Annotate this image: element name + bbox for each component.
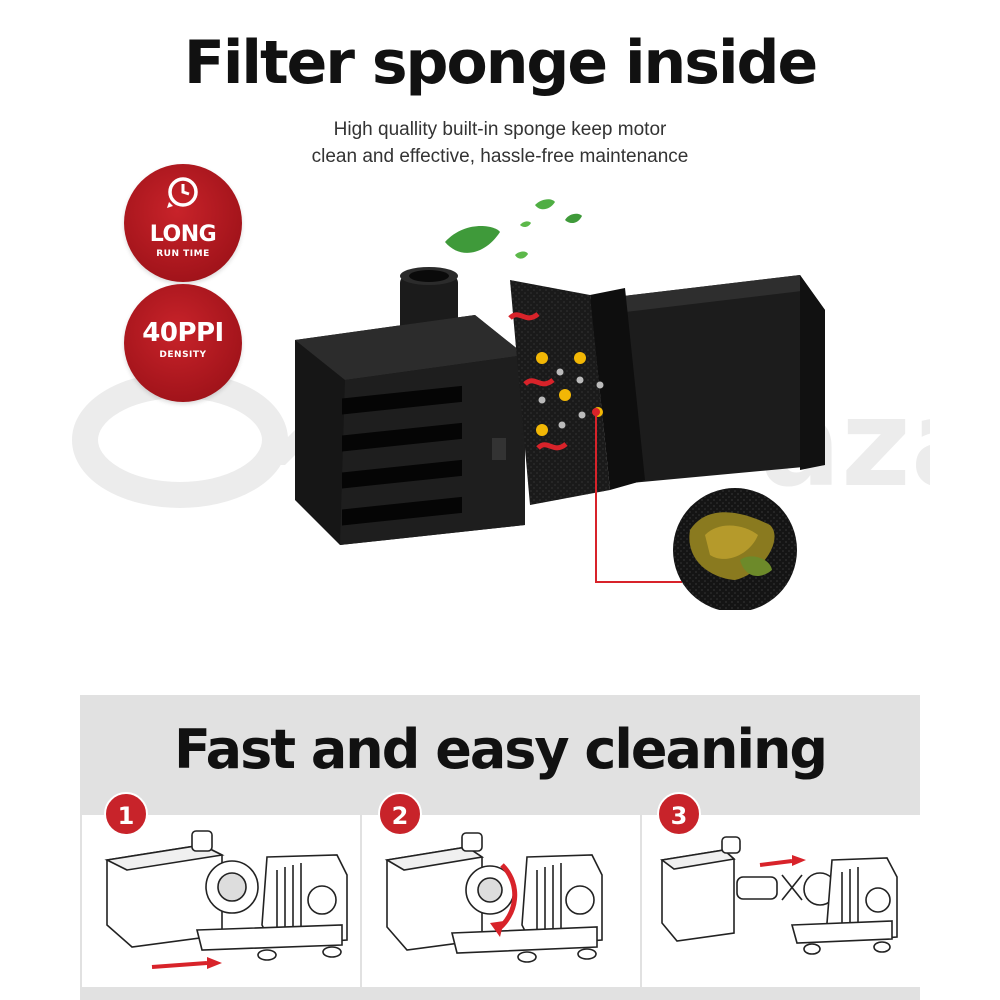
arrow-right-icon — [151, 961, 208, 969]
badge-long-label: LONG — [149, 222, 217, 247]
cleaning-step-3 — [642, 815, 920, 987]
section-title-filter-sponge: Filter sponge inside — [183, 28, 818, 98]
badge-long-run-time: LONG RUN TIME — [124, 164, 242, 282]
arrow-head — [490, 921, 504, 937]
flow-arrow-icon — [536, 441, 568, 451]
pump-product-illustration — [295, 199, 825, 610]
pump-filter-cage — [295, 267, 525, 545]
leaf-icon — [565, 213, 582, 224]
badge-40ppi-density: 40PPI DENSITY — [124, 284, 242, 402]
filter-sponge — [510, 280, 645, 505]
flow-arrow-icon — [508, 311, 540, 321]
step-number-badge-3: 3 — [657, 792, 701, 836]
step-number-badge-2: 2 — [378, 792, 422, 836]
callout-line — [595, 412, 682, 583]
step-1-illustration — [104, 830, 348, 969]
badge-run-time-label: RUN TIME — [156, 249, 210, 259]
step-3-illustration — [660, 836, 898, 955]
badge-40ppi-label: 40PPI — [142, 318, 224, 348]
cleaning-step-1 — [82, 815, 360, 987]
clock-refresh-icon — [167, 177, 198, 208]
leaf-icon — [520, 221, 531, 228]
leaf-icon — [515, 251, 528, 259]
arrow-right-icon — [759, 859, 793, 867]
pump-motor-block — [590, 275, 825, 485]
cleaning-step-2 — [362, 815, 640, 987]
leaf-icon — [535, 199, 555, 210]
arrow-head — [207, 957, 222, 969]
section-title-fast-cleaning: Fast and easy cleaning — [173, 718, 828, 781]
subtitle-line-1: High quallity built-in sponge keep motor — [333, 119, 667, 140]
step-number-badge-1: 1 — [104, 792, 148, 836]
arrow-head — [792, 855, 806, 866]
sponge-closeup-circle — [673, 488, 797, 610]
subtitle-line-2: clean and effective, hassle-free mainten… — [311, 146, 689, 167]
callout-dot — [592, 408, 600, 416]
flow-arrow-icon — [523, 377, 555, 387]
step-2-illustration — [384, 832, 603, 963]
section-subtitle: High quallity built-in sponge keep motor… — [0, 116, 1000, 170]
badge-density-label: DENSITY — [159, 350, 207, 360]
leaf-icon — [445, 226, 500, 253]
